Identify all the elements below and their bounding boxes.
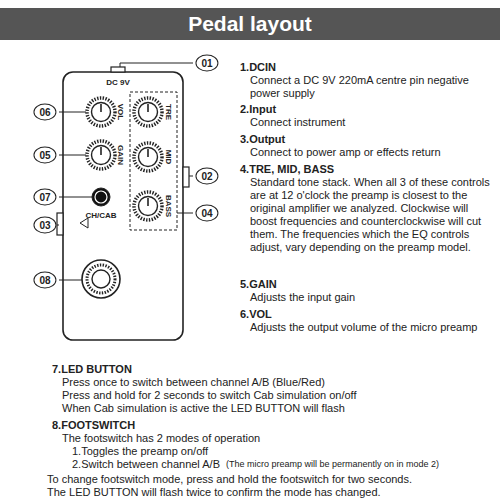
- item-text: Adjusts the output volume of the micro p…: [250, 321, 490, 334]
- callout-number: 07: [33, 189, 56, 206]
- item-text: Adjusts the input gain: [250, 291, 490, 304]
- led-button: [92, 188, 110, 206]
- item-note: (The micro preamp will be permanently on…: [226, 459, 439, 470]
- tone-stack-box: [130, 92, 177, 230]
- item-heading: 1.DCIN: [240, 61, 490, 74]
- footswitch-outer: [82, 260, 120, 298]
- item-heading: 6.VOL: [240, 308, 490, 321]
- item-text: 1.Toggles the preamp on/off: [72, 445, 492, 458]
- leader-lines: [57, 63, 193, 280]
- input-jack: [57, 213, 63, 235]
- item-heading: 2.Input: [240, 103, 490, 116]
- item-text: Press once to switch between channel A/B…: [62, 376, 492, 389]
- footswitch-ring: [87, 265, 115, 293]
- button-label: CH/CAB: [85, 211, 116, 220]
- callout-number: 06: [33, 104, 56, 121]
- item-heading: 4.TRE, MID, BASS: [240, 163, 490, 176]
- callout-number: 05: [33, 147, 56, 164]
- item-text: Connect a DC 9V 220mA centre pin negativ…: [250, 74, 490, 100]
- item-text: Connect instrument: [250, 116, 490, 129]
- led-button-ring: [95, 191, 107, 203]
- callout-number: 04: [195, 205, 218, 222]
- item-heading: 5.GAIN: [240, 278, 490, 291]
- knob-label: MID: [163, 150, 172, 165]
- callout-number: 08: [33, 272, 56, 289]
- item-text: The footswitch has 2 modes of operation: [62, 432, 492, 445]
- item-text: When Cab simulation is active the LED BU…: [62, 402, 492, 415]
- knob-label: VOL: [115, 104, 124, 120]
- knob-label: BASS: [163, 195, 172, 217]
- item-text: 2.Switch between channel A/B: [72, 458, 220, 471]
- footswitch-cap: [92, 270, 110, 288]
- item-heading: 8.FOOTSWITCH: [52, 419, 492, 432]
- dc-jack: [111, 67, 125, 72]
- item-heading: 7.LED BUTTON: [52, 363, 492, 376]
- note-text: To change footswitch mode, press and hol…: [47, 473, 497, 486]
- title-band: [0, 8, 500, 40]
- callout-number: 03: [33, 217, 56, 234]
- item-heading: 3.Output: [240, 133, 490, 146]
- knob-label: GAIN: [115, 145, 124, 165]
- callout-number: 01: [195, 55, 218, 72]
- knob-label: TRE: [163, 104, 172, 120]
- knobs: [87, 98, 162, 220]
- title-text: Pedal layout: [0, 8, 500, 40]
- item-text: Press and hold for 2 seconds to switch C…: [62, 389, 492, 402]
- pedal-marking: DC 9V: [106, 78, 130, 87]
- note-text: The LED BUTTON will flash twice to confi…: [47, 486, 497, 499]
- item-text: Connect to power amp or effects return: [250, 146, 490, 159]
- item-text: Standard tone stack. When all 3 of these…: [250, 176, 490, 254]
- output-jack: [183, 167, 189, 187]
- callout-number: 02: [195, 168, 218, 185]
